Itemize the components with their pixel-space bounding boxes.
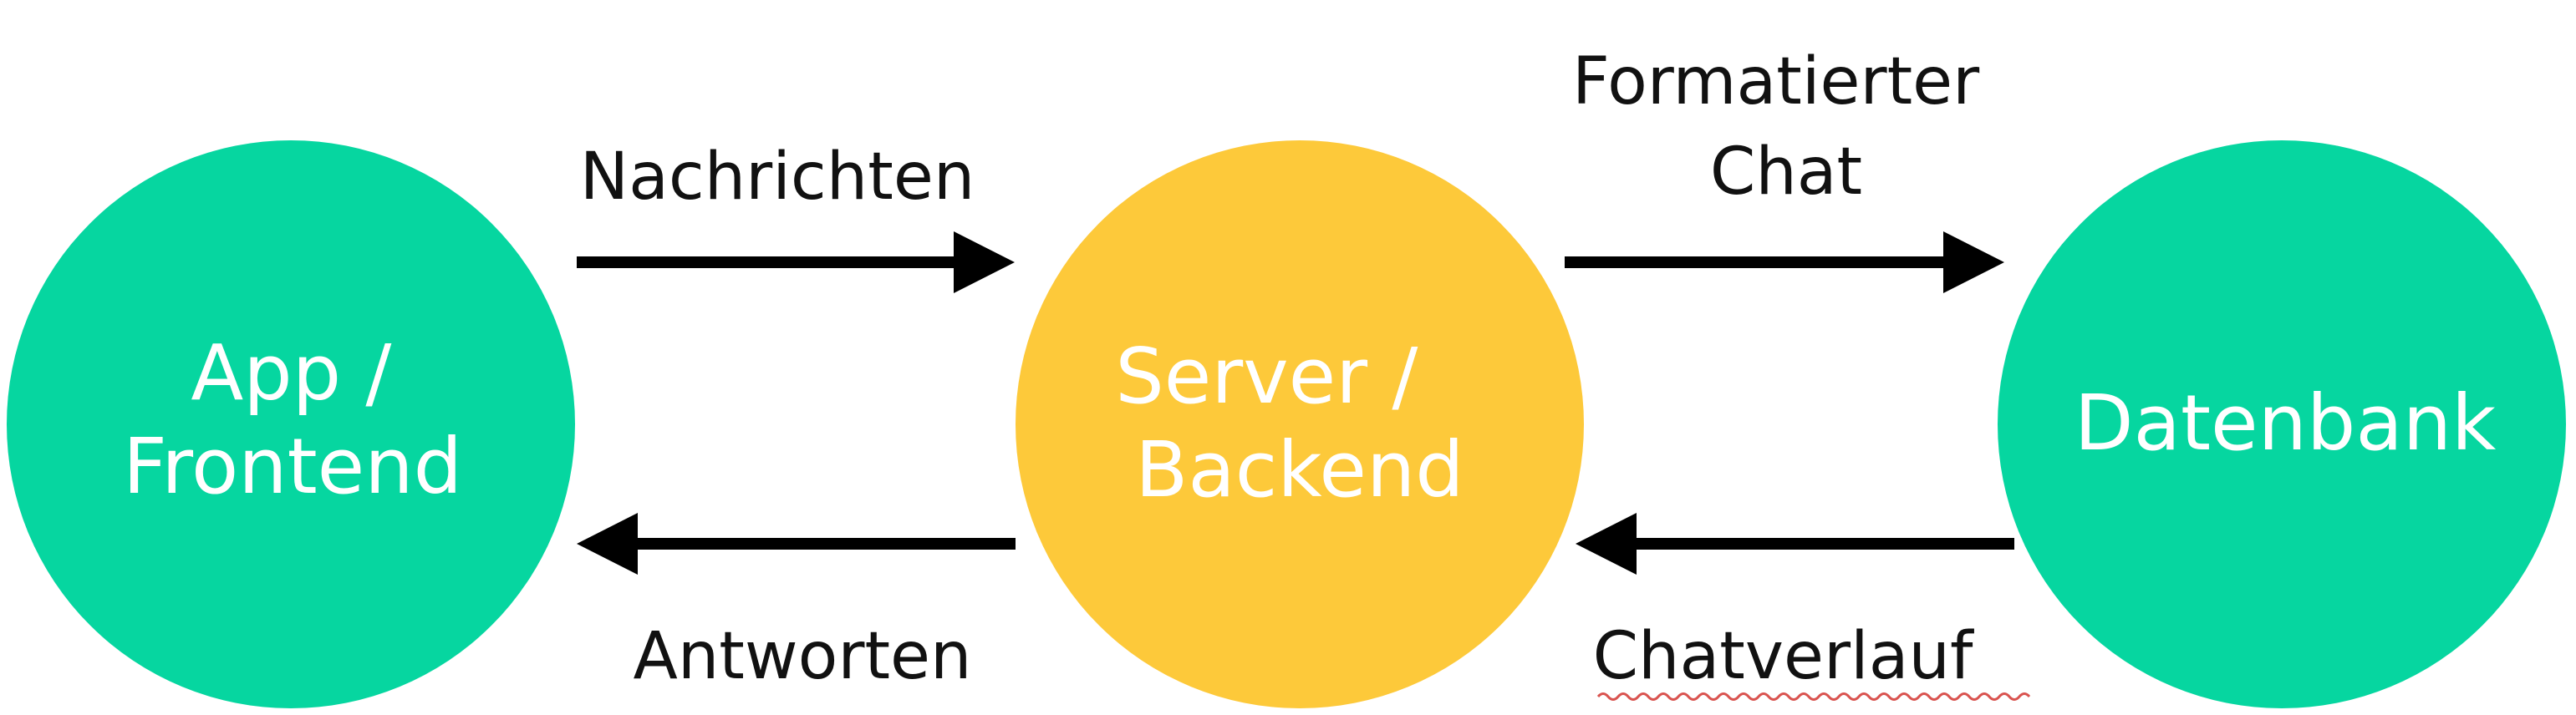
edge-label-formatierter-chat: Formatierter Chat [1572, 44, 2000, 210]
arrow-frontend-to-backend-head [954, 231, 1015, 293]
backend-label-line2: Backend [1135, 425, 1464, 515]
arrow-backend-to-database [1565, 231, 2004, 293]
arrow-backend-to-frontend-head [577, 513, 638, 575]
database-label: Datenbank [2075, 378, 2497, 468]
arrow-backend-to-database-head [1943, 231, 2004, 293]
frontend-label: App / Frontend [123, 328, 462, 511]
frontend-label-line1: App / [191, 328, 391, 418]
frontend-circle [7, 140, 575, 708]
spellcheck-underline [1596, 692, 2031, 701]
frontend-node: App / Frontend [7, 140, 575, 708]
database-node: Datenbank [1998, 140, 2566, 708]
edge-label-nachrichten: Nachrichten [580, 139, 975, 215]
edge-label-antworten: Antworten [634, 619, 972, 694]
backend-node: Server / Backend [1016, 140, 1584, 708]
arrow-frontend-to-backend [577, 231, 1015, 293]
frontend-label-line2: Frontend [123, 422, 462, 511]
backend-circle [1016, 140, 1584, 708]
edge-label-chatverlauf: Chatverlauf [1593, 619, 1974, 694]
arrow-database-to-backend [1576, 513, 2014, 575]
backend-label: Server / Backend [1115, 332, 1464, 515]
edge-label-formatierter-chat-line1: Formatierter [1572, 44, 1980, 119]
arrow-backend-to-frontend [577, 513, 1016, 575]
database-circle [1998, 140, 2566, 708]
edge-label-formatierter-chat-line2: Chat [1710, 134, 1862, 210]
backend-label-line1: Server / [1115, 332, 1418, 421]
arrow-database-to-backend-head [1576, 513, 1637, 575]
